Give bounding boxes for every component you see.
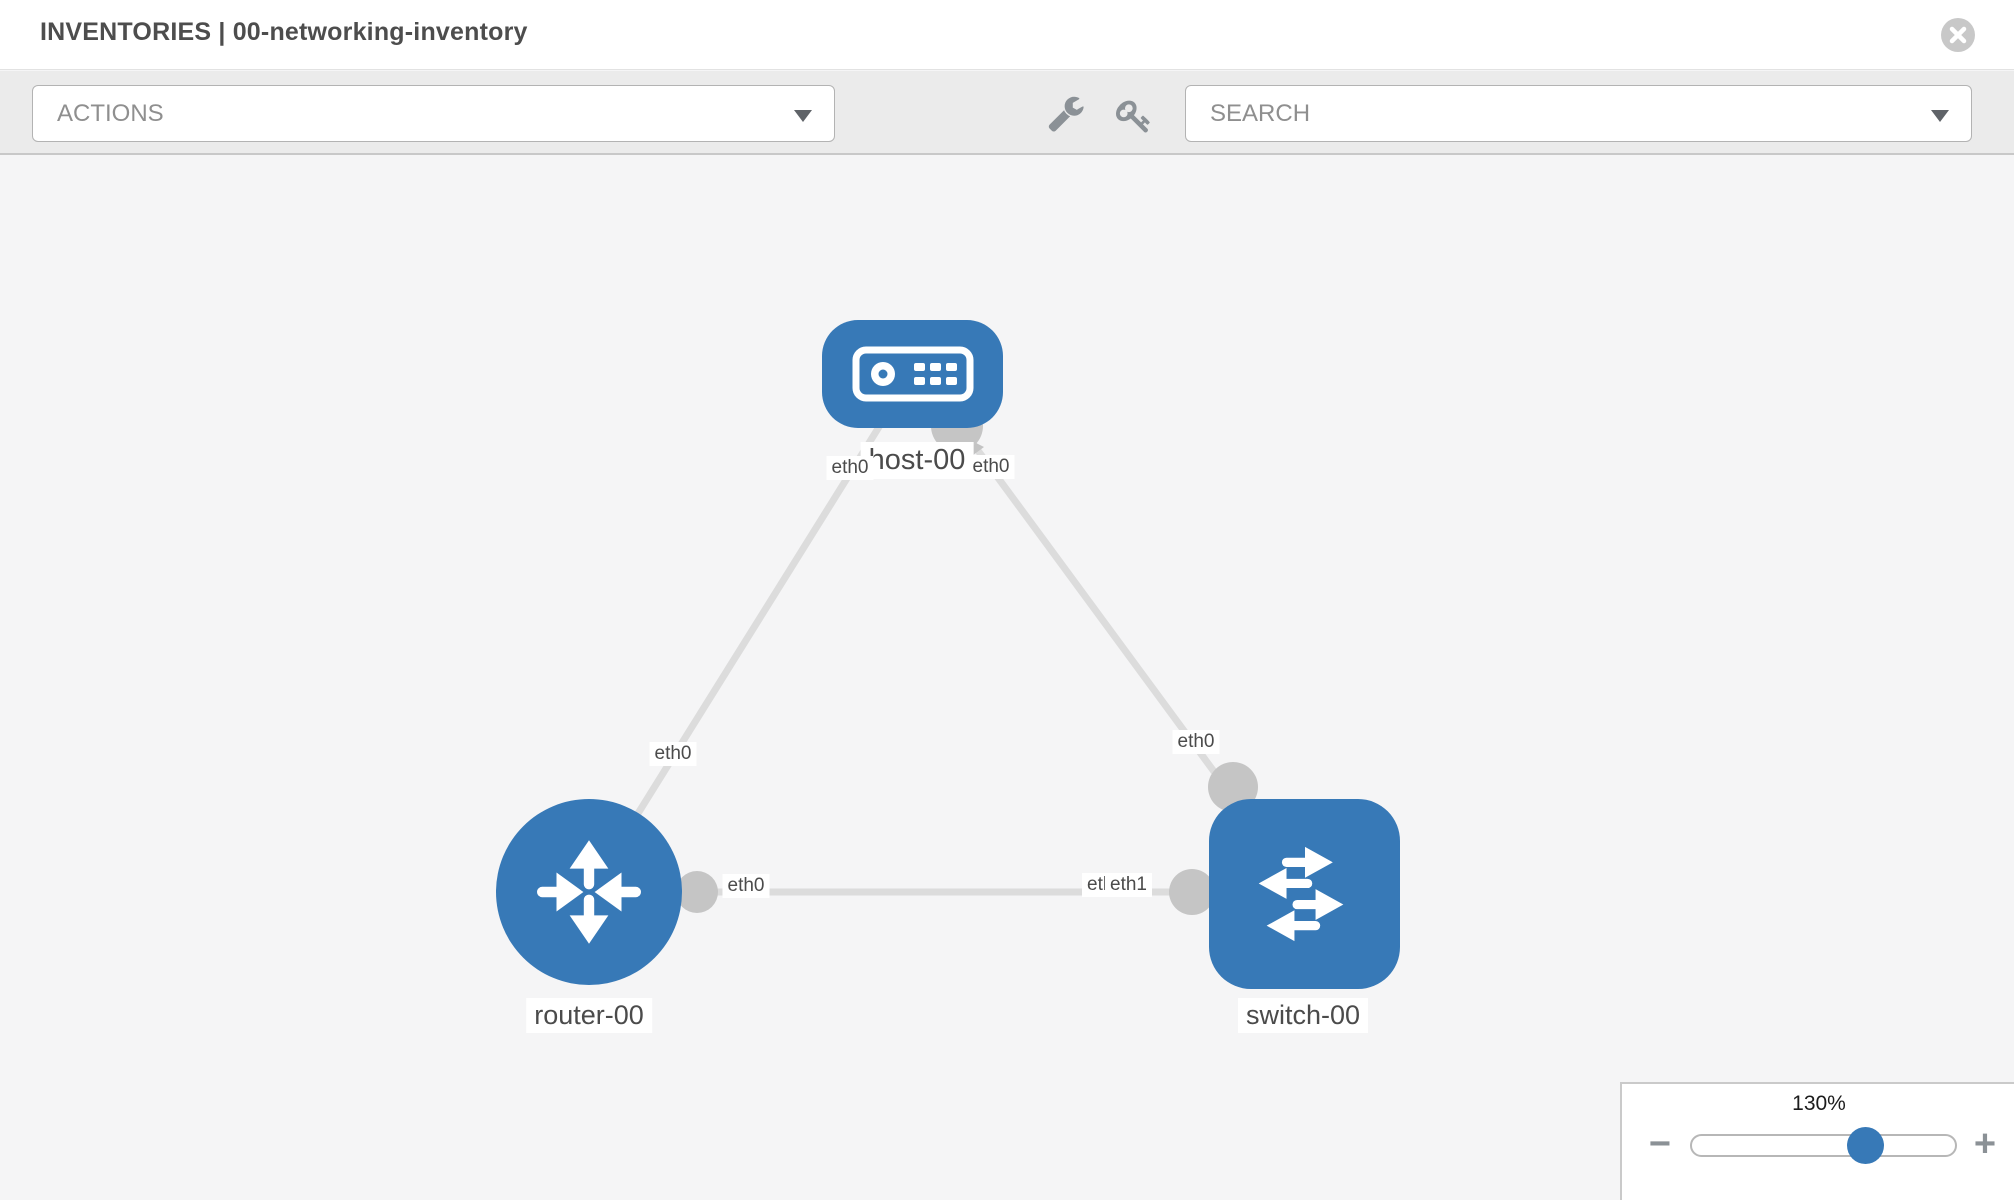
close-icon (1949, 26, 1967, 44)
actions-dropdown[interactable]: ACTIONS (32, 85, 835, 142)
zoom-slider-track[interactable] (1690, 1134, 1957, 1157)
toolbar: ACTIONS SEARCH (0, 71, 2014, 155)
host-icon (852, 346, 973, 402)
interface-connector (676, 871, 718, 913)
wrench-button[interactable] (1044, 91, 1088, 135)
node-label-host: host-00 (860, 442, 974, 479)
search-dropdown[interactable]: SEARCH (1185, 85, 1972, 142)
node-label-switch: switch-00 (1237, 998, 1369, 1033)
key-button[interactable] (1112, 94, 1156, 138)
page-title: INVENTORIES | 00-networking-inventory (40, 18, 528, 46)
node-host-00[interactable] (822, 320, 1003, 428)
interface-label-host-eth0-right: eth0 (967, 455, 1015, 479)
zoom-slider-handle[interactable] (1847, 1127, 1884, 1164)
interface-label-router-eth0-top: eth0 (649, 742, 697, 766)
key-icon (1116, 100, 1150, 133)
chevron-down-icon (794, 110, 812, 122)
node-switch-00[interactable] (1209, 799, 1400, 989)
links-layer (586, 372, 1307, 915)
node-label-router: router-00 (526, 998, 652, 1033)
header: INVENTORIES | 00-networking-inventory (0, 0, 2014, 70)
wrench-icon (1048, 96, 1084, 132)
search-dropdown-label: SEARCH (1210, 99, 1311, 127)
actions-dropdown-label: ACTIONS (57, 99, 164, 127)
interface-connector (1169, 869, 1215, 915)
interface-label-switch-eth0-top: eth0 (1172, 730, 1220, 754)
topology-canvas[interactable]: host-00 router-00 switch-00 eth0 eth0 et… (0, 157, 2014, 1200)
zoom-out-button[interactable]: − (1648, 1123, 1672, 1165)
zoom-level-label: 130% (1792, 1092, 1846, 1115)
close-button[interactable] (1941, 18, 1975, 52)
interface-label-host-eth0-left: eth0 (826, 456, 874, 480)
switch-icon (1258, 846, 1343, 942)
interface-label-router-eth0-right: eth0 (722, 874, 770, 898)
interface-label-switch-eth1: eth1 (1105, 873, 1152, 897)
node-router-00[interactable] (496, 799, 682, 985)
zoom-panel: 130% − + (1620, 1082, 2014, 1200)
chevron-down-icon (1931, 110, 1949, 122)
router-icon (537, 840, 641, 944)
zoom-in-button[interactable]: + (1973, 1123, 1997, 1165)
